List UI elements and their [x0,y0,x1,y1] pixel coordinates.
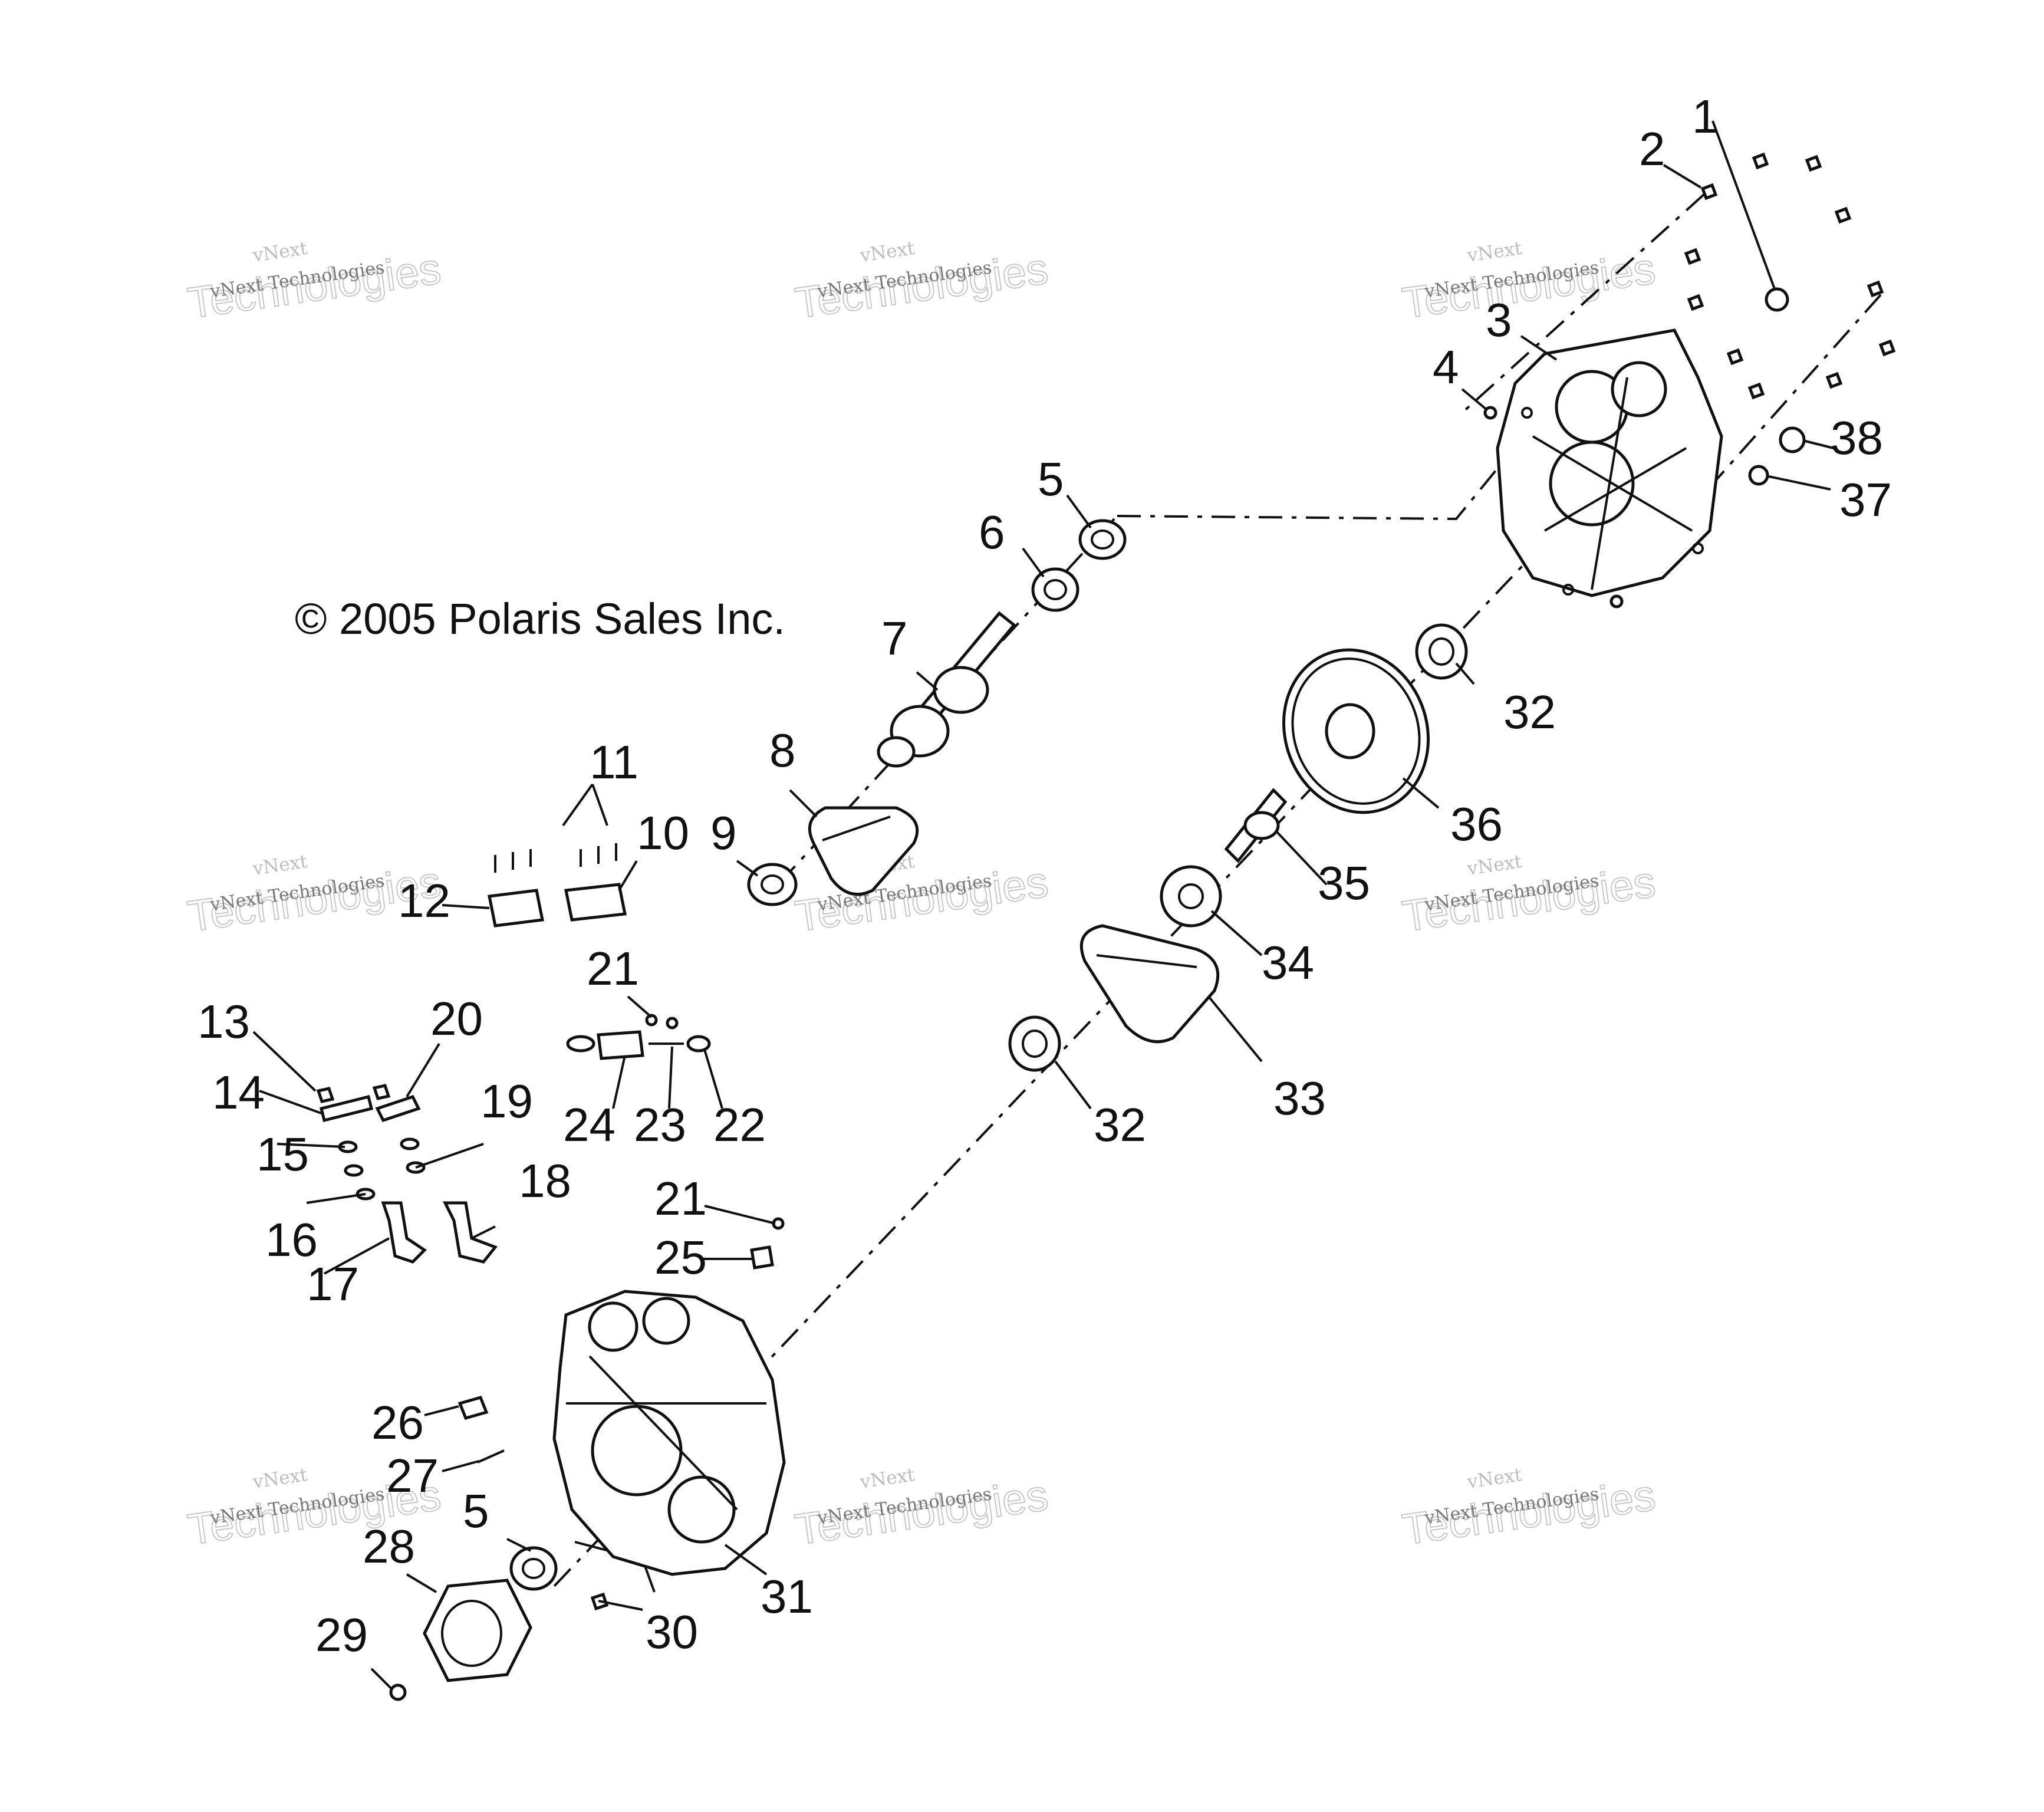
callout-16: 16 [265,1214,318,1266]
drive-sprocket-34 [1160,865,1222,928]
callout-27: 27 [386,1449,439,1502]
callout-15: 15 [256,1128,309,1180]
callout-11: 11 [590,736,638,788]
callout-29: 29 [315,1609,368,1661]
bearing-5-lower [509,1546,558,1591]
drive-chain-8 [808,806,919,896]
clip-25 [750,1217,785,1270]
callout-4: 4 [1433,341,1459,393]
bearing-9 [747,863,798,906]
callout-10: 10 [637,807,689,859]
bracket-10 [564,843,627,922]
output-shaft-35 [1224,788,1288,863]
bearing-32-lower [1008,1015,1061,1072]
callout-5-lower: 5 [463,1485,489,1537]
callout-26: 26 [371,1396,424,1449]
watermark-small: vNext [1466,851,1524,880]
callout-20: 20 [430,992,483,1045]
callout-labels: 1 2 3 4 5 6 7 8 9 10 11 12 13 14 15 16 1… [198,90,1892,1661]
bearing-5-upper [1078,519,1127,560]
callout-1: 1 [1692,90,1719,143]
watermark-small: vNext [858,1464,917,1493]
axis-line-bolts-left [1461,193,1705,414]
callout-34: 34 [1262,936,1314,989]
callout-3: 3 [1486,294,1512,346]
dowel-pin-4 [1483,406,1497,420]
cover-bolts [1684,152,1896,400]
watermark-small: vNext [251,851,310,880]
sensor-26 [457,1395,505,1464]
callout-21-lower: 21 [654,1172,707,1225]
callout-28: 28 [363,1520,415,1573]
callout-24: 24 [563,1099,615,1151]
watermark-small: vNext [251,238,310,267]
callout-8: 8 [769,724,796,777]
callout-35: 35 [1318,857,1370,909]
driven-sprocket-36 [1282,648,1430,814]
callout-37: 37 [1839,473,1892,526]
callout-2: 2 [1639,123,1666,175]
shift-shaft-right [372,1084,498,1264]
callout-32-lower: 32 [1094,1099,1146,1151]
callout-12: 12 [398,874,450,927]
watermark-small: vNext [251,1464,310,1493]
shift-shaft-left [316,1087,427,1264]
callout-5-upper: 5 [1038,453,1064,505]
seal-38 [1779,426,1806,453]
oring-37 [1748,465,1769,486]
callout-23: 23 [634,1099,686,1151]
main-case-housing [552,1290,786,1576]
small-plug [1609,594,1624,609]
callout-36: 36 [1450,798,1503,850]
callout-14: 14 [212,1066,265,1119]
callout-31: 31 [761,1570,813,1623]
copyright-text: © 2005 Polaris Sales Inc. [295,594,785,643]
input-shaft-7 [877,611,1016,768]
callout-19: 19 [480,1075,533,1127]
detent-assembly [566,1014,711,1060]
callout-18: 18 [519,1155,571,1207]
watermark-small: vNext [1466,238,1524,267]
callout-25: 25 [654,1231,707,1284]
washer-1 [1765,287,1789,312]
callout-30: 30 [646,1606,698,1658]
output-cover-28 [389,1578,532,1701]
bearing-32-upper [1415,623,1468,680]
callout-22: 22 [713,1099,766,1151]
callout-17: 17 [307,1258,359,1310]
callout-33: 33 [1273,1072,1326,1124]
bearing-6 [1031,567,1079,612]
callout-9: 9 [710,807,737,859]
leader-lines [252,120,1834,1691]
callout-21-upper: 21 [587,942,639,995]
callout-32-upper: 32 [1503,686,1556,738]
axis-line-bolts-right [1691,294,1882,508]
watermark-small: vNext [1466,1464,1524,1493]
rear-case-cover [1496,328,1723,597]
callout-13: 13 [198,995,250,1048]
axis-line-upper [1117,453,1510,521]
callout-38: 38 [1831,412,1883,464]
callout-6: 6 [979,506,1005,558]
callout-7: 7 [881,612,908,665]
drive-chain-33 [1079,924,1220,1044]
bracket-12 [488,849,544,928]
watermark-small: vNext [858,238,917,267]
